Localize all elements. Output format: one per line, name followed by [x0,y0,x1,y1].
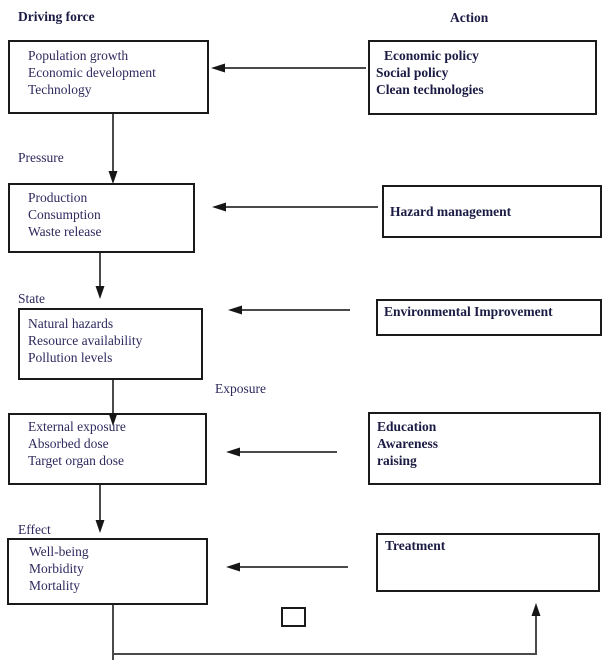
effect-box: Well-being Morbidity Mortality [7,538,208,605]
education-box: Education Awareness raising [368,412,601,485]
box-text-line: External exposure [28,419,126,434]
box-text-line: Morbidity [29,561,84,576]
box-text-line: Education [377,419,437,434]
arrow-education-to-exposure [226,447,337,457]
driving-force-box: Population growth Economic development T… [8,40,209,114]
arrow-action-to-driving-force [211,63,366,73]
exposure-box: External exposure Absorbed dose Target o… [8,413,207,485]
box-text-line: Absorbed dose [28,436,109,451]
box-text-line: Consumption [28,207,101,222]
box-text-line: Resource availability [28,333,143,348]
box-text-line: Technology [28,82,92,97]
arrow-pressure-to-state [95,253,105,299]
exposure-label: Exposure [215,381,266,396]
box-text-line: Hazard management [390,204,512,219]
arrow-treatment-to-effect [226,562,348,572]
box-text-line: Social policy [376,65,449,80]
state-box: Natural hazards Resource availability Po… [18,308,203,380]
box-text-line: Pollution levels [28,350,113,365]
box-text-line: Target organ dose [28,453,125,468]
box-text-line: Economic development [28,65,156,80]
arrow-improvement-to-state [228,305,350,315]
pressure-label: Pressure [18,150,64,165]
box-text-line: Well-being [29,544,89,559]
box-text-line: raising [377,453,417,468]
hazard-management-box: Hazard management [382,185,602,238]
effect-label: Effect [18,522,51,537]
box-text-line: Waste release [28,224,102,239]
treatment-box: Treatment [376,533,600,592]
box-text-line: Mortality [29,578,80,593]
state-label: State [18,291,45,306]
arrow-exposure-to-effect [95,485,105,533]
box-text-line: Economic policy [384,48,479,63]
box-text-line: Natural hazards [28,316,114,331]
box-text-line: Environmental Improvement [384,304,553,319]
box-text-line: Treatment [385,538,446,553]
action-heading: Action [450,10,489,25]
box-text-line: Population growth [28,48,129,63]
box-text-line: Clean technologies [376,82,484,97]
arrow-hazard-to-pressure [212,202,378,212]
box-text-line: Production [28,190,88,205]
feedback-line-effect-to-treatment [112,603,541,660]
box-text-line: Awareness [377,436,438,451]
pressure-box: Production Consumption Waste release [8,183,195,253]
arrow-driving-force-to-pressure [108,114,118,184]
driving-force-heading: Driving force [18,9,95,24]
action-policy-box: Economic policy Social policy Clean tech… [368,40,597,115]
small-empty-box [281,607,306,627]
environmental-improvement-box: Environmental Improvement [376,299,602,336]
